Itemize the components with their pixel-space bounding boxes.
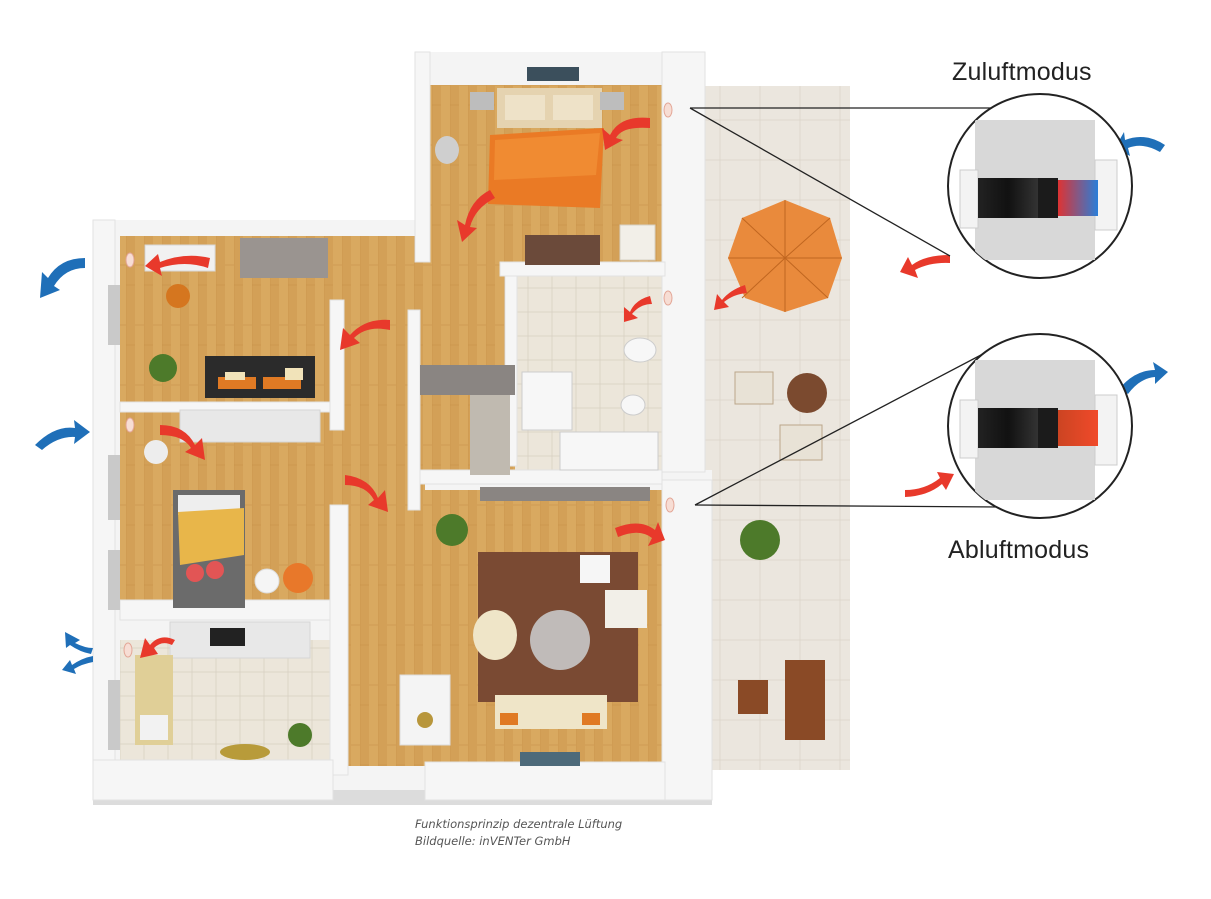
bath-toilet [620, 394, 646, 416]
bedroom-chair [619, 224, 656, 261]
bed-icon [470, 67, 624, 208]
bath-cabinet [420, 365, 515, 395]
bath-shower [521, 371, 573, 431]
study-shelf [240, 238, 328, 278]
kids-cabinet [179, 409, 321, 443]
kids-blanket [178, 508, 244, 565]
plant-icon [740, 520, 780, 560]
bath-tub [559, 431, 659, 471]
kids-chair [283, 563, 313, 593]
bedroom-lamp [435, 136, 459, 164]
hall-wardrobe [470, 395, 510, 475]
living-armchair [473, 610, 517, 660]
terrace-lounger [785, 660, 825, 740]
terrace-table [787, 373, 827, 413]
sofa-icon [205, 356, 315, 398]
dining-table [399, 674, 451, 746]
airflow-arrow-icon [140, 117, 954, 658]
umbrella-icon [728, 200, 842, 312]
living-chair [605, 590, 647, 628]
airflow-arrow-icon [35, 132, 1168, 674]
supply-mode-label: Zuluftmodus [952, 58, 1092, 86]
exhaust-mode-zoom [947, 333, 1133, 519]
bedroom-dresser [525, 235, 600, 265]
fan-unit-icon [123, 102, 675, 658]
inner-walls [92, 51, 713, 801]
study-chair [166, 284, 190, 308]
plant-icon [149, 354, 177, 382]
supply-mode-zoom [947, 93, 1133, 279]
windows-left [108, 285, 120, 750]
kitchen-rug [220, 744, 270, 760]
living-table [530, 610, 590, 670]
terrace-stool [738, 680, 768, 714]
kids-stool [254, 568, 280, 594]
kids-pillow [186, 564, 204, 582]
image-caption: Funktionsprinzip dezentrale Lüftung Bild… [415, 816, 622, 850]
exhaust-mode-label: Abluftmodus [948, 536, 1090, 564]
zoom-connector-lines [689, 107, 1001, 508]
living-ottoman [580, 555, 610, 583]
picture-frame [520, 752, 580, 766]
plant-icon [436, 514, 468, 546]
caption-line-2: Bildquelle: inVENTer GmbH [415, 834, 571, 848]
bath-sink [623, 337, 657, 363]
living-tvboard [480, 487, 650, 501]
kitchen-hob [210, 628, 245, 646]
caption-line-1: Funktionsprinzip dezentrale Lüftung [415, 817, 623, 831]
terrace-chair [779, 424, 823, 461]
kids-lamp [144, 440, 168, 464]
terrace-chair [734, 371, 774, 405]
plant-icon [288, 723, 312, 747]
